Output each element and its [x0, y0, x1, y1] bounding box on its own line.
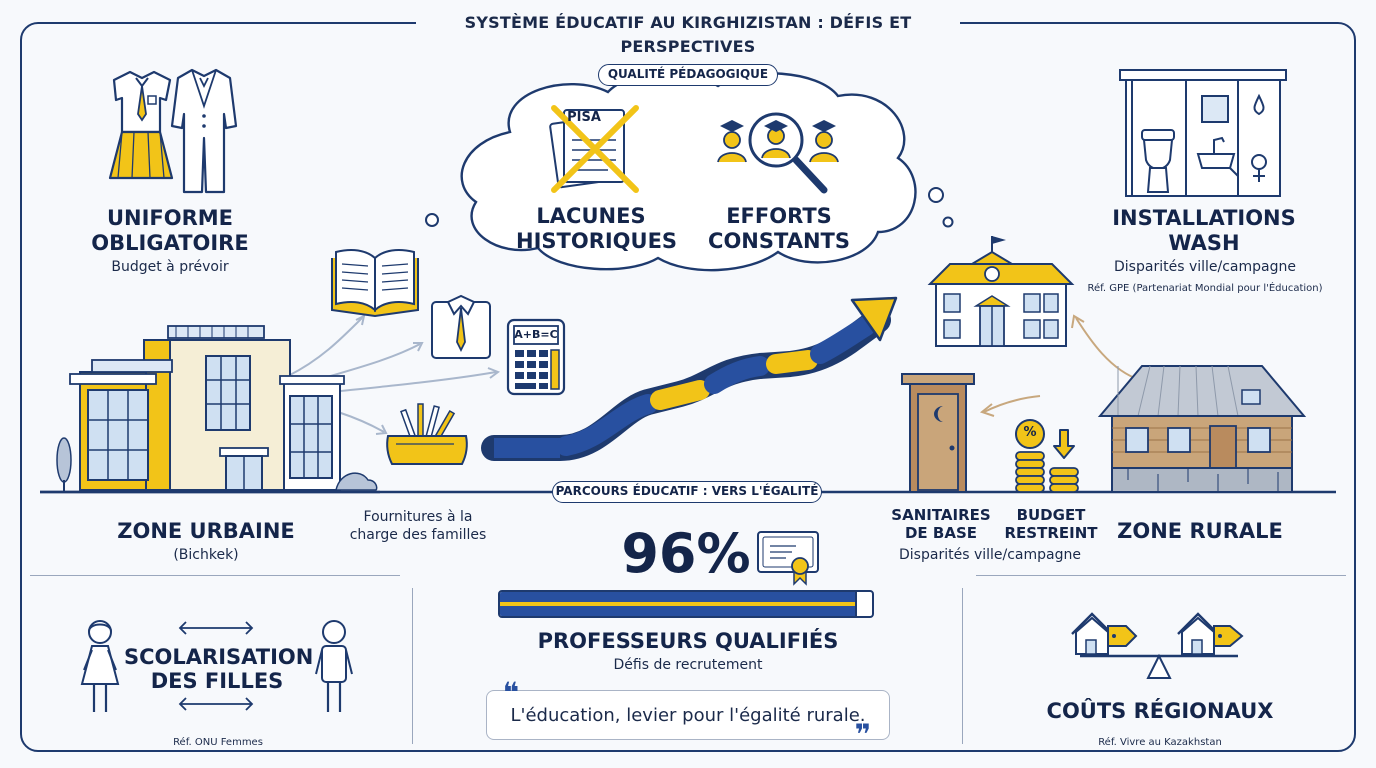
teachers-progress-fill [500, 592, 858, 616]
diploma-icon [757, 531, 819, 586]
page-title: SYSTÈME ÉDUCATIF AU KIRGHIZISTAN : DÉFIS… [416, 11, 960, 56]
teachers-percent: 96% [621, 522, 751, 585]
outhouse-icon [901, 373, 975, 493]
teachers-progress-bar [498, 590, 874, 618]
shirt-tie-icon [431, 294, 491, 359]
sanitation-line1: SANITAIRES [891, 506, 991, 524]
pisa-crossed-icon [549, 105, 639, 193]
calculator-icon [506, 318, 566, 396]
girl-icon [80, 620, 120, 712]
teachers-heading: PROFESSEURS QUALIFIÉS [537, 629, 839, 653]
balance-houses-icon [1071, 612, 1244, 679]
supplies-line2: charge des familles [349, 527, 487, 543]
divider-vertical-right [962, 588, 963, 744]
uniform-subtitle: Budget à prévoir [111, 259, 229, 275]
quote-close-mark: ❞ [854, 718, 872, 751]
supplies-line1: Fournitures à la [363, 509, 473, 525]
boy-icon [315, 620, 353, 712]
divider-left [30, 575, 400, 576]
uniform-heading-line2: OBLIGATOIRE [91, 231, 249, 255]
quote-box [486, 690, 890, 740]
wash-reference: Réf. GPE (Partenariat Mondial pour l'Édu… [1087, 283, 1323, 294]
urban-building-icon [40, 325, 380, 494]
uniform-heading-line1: UNIFORME [106, 206, 234, 230]
girls-reference: Réf. ONU Femmes [173, 737, 263, 748]
school-icon [927, 236, 1075, 347]
rural-house-icon [1097, 365, 1307, 493]
wash-subtitle: Disparités ville/campagne [1114, 259, 1296, 275]
sanitation-line2: DE BASE [904, 524, 977, 542]
quote-text: L'éducation, levier pour l'égalité rural… [510, 705, 866, 726]
cloud-right-line2: CONSTANTS [708, 229, 850, 253]
budget-line2: RESTREINT [1004, 524, 1098, 542]
divider-right [976, 575, 1346, 576]
wash-heading-line2: WASH [1168, 231, 1240, 255]
pencil-case-icon [386, 403, 468, 465]
quote-open-mark: ❝ [502, 676, 520, 709]
path-label: PARCOURS ÉDUCATIF : VERS L'ÉGALITÉ [552, 481, 822, 503]
costs-reference: Réf. Vivre au Kazakhstan [1098, 737, 1222, 748]
wash-bathroom-icon [1119, 69, 1287, 197]
urban-subtitle: (Bichkek) [173, 547, 239, 563]
open-book-icon [331, 249, 419, 318]
cloud-right-line1: EFFORTS [726, 204, 832, 228]
urban-heading: ZONE URBAINE [117, 519, 295, 543]
rural-heading: ZONE RURALE [1117, 519, 1283, 543]
teachers-subtitle: Défis de recrutement [613, 657, 763, 673]
girls-heading-line2: DES FILLES [150, 669, 284, 693]
budget-line1: BUDGET [1016, 506, 1086, 524]
cloud-left-line1: LACUNES [536, 204, 646, 228]
uniform-icon [108, 68, 238, 194]
wash-heading-line1: INSTALLATIONS [1112, 206, 1296, 230]
coin-percent-symbol: % [1023, 425, 1037, 440]
cloud-label: QUALITÉ PÉDAGOGIQUE [598, 64, 778, 86]
equality-arrows-icon [178, 621, 254, 711]
teachers-search-icon [717, 112, 839, 194]
rural-disparity: Disparités ville/campagne [899, 547, 1081, 563]
costs-heading: COÛTS RÉGIONAUX [1046, 699, 1274, 723]
girls-heading-line1: SCOLARISATION [124, 645, 314, 669]
calculator-display: A+B=C [514, 328, 558, 341]
pisa-label: PISA [567, 110, 601, 125]
cloud-left-line2: HISTORIQUES [516, 229, 678, 253]
divider-vertical-left [412, 588, 413, 744]
coins-budget-icon [1015, 419, 1079, 493]
